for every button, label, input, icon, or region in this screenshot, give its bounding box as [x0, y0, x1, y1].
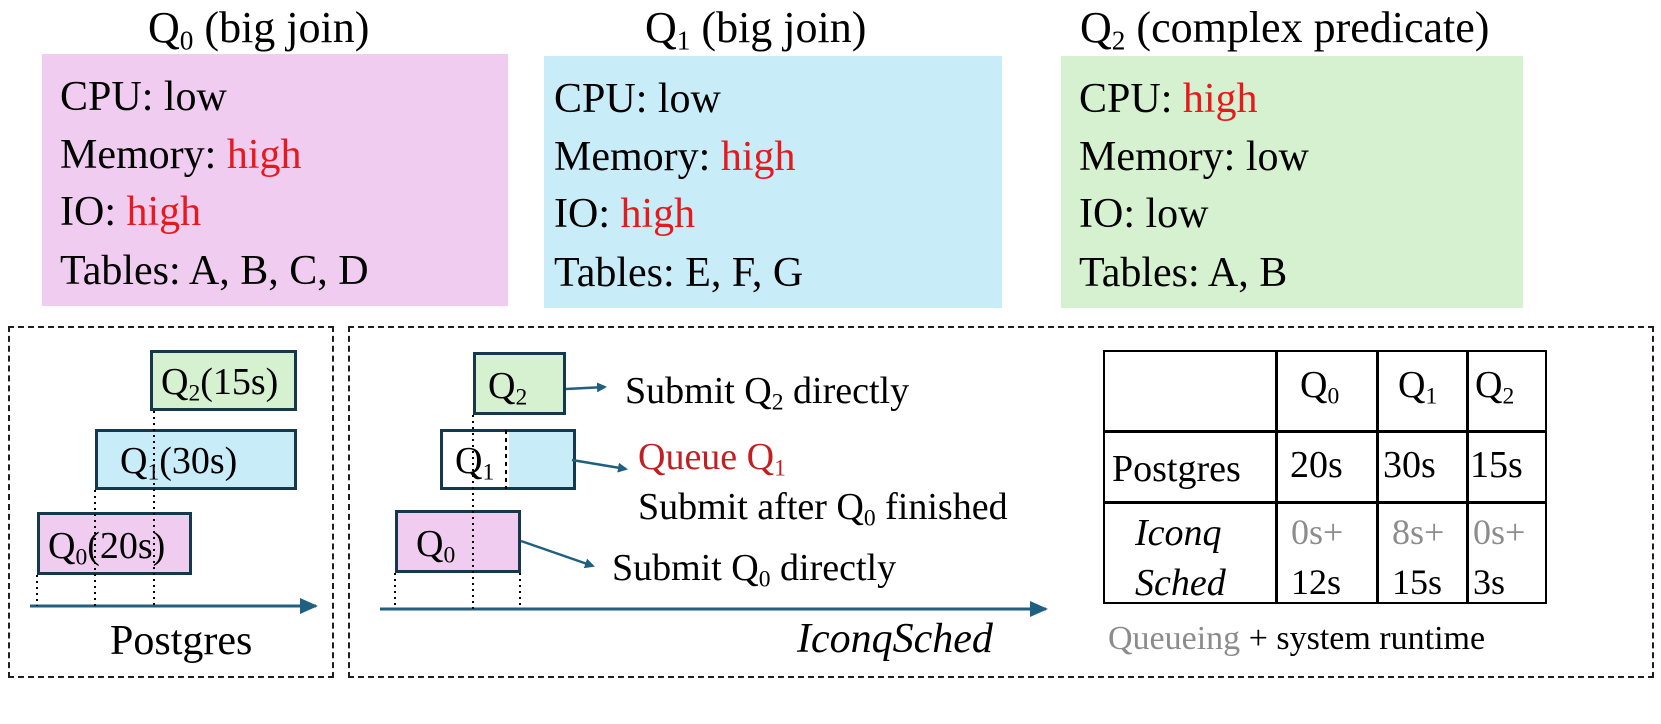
postgres-q1-bar: Q1(30s) [95, 429, 297, 490]
table-header-q1: Q1 [1398, 364, 1438, 410]
q0-title: Q0 (big join) [148, 3, 370, 56]
q2-title: Q2 (complex predicate) [1080, 3, 1490, 56]
iconqsched-axis-label: IconqSched [797, 616, 993, 662]
q0-memory: Memory: high [60, 132, 302, 178]
table-cell-iconq-q0-run: 12s [1291, 562, 1342, 602]
q2-io: IO: low [1079, 191, 1209, 237]
postgres-axis-label: Postgres [110, 618, 253, 664]
q1-queue-text: Queue Q1 [638, 436, 786, 482]
postgres-q0-bar: Q0(20s) [37, 512, 192, 575]
table-cell-iconq-q2-run: 3s [1473, 562, 1506, 602]
q1-memory: Memory: high [554, 134, 796, 180]
q1-submit-text: Submit after Q0 finished [638, 486, 1008, 532]
table-cell-postgres-q1: 30s [1383, 444, 1436, 486]
table-cell-postgres-q0: 20s [1290, 444, 1343, 486]
q1-title: Q1 (big join) [645, 3, 867, 56]
q1-tables: Tables: E, F, G [554, 250, 804, 296]
table-cell-iconq-q1-run: 15s [1392, 562, 1443, 602]
table-row-label-postgres: Postgres [1112, 448, 1241, 490]
q2-action-text: Submit Q2 directly [625, 370, 910, 416]
iconq-q2-bar: Q2 [473, 352, 566, 415]
q0-cpu: CPU: low [60, 74, 227, 120]
q0-io: IO: high [60, 189, 202, 235]
iconqsched-panel [348, 326, 1654, 678]
table-caption: Queueing + system runtime [1108, 620, 1486, 657]
q1-profile-card: CPU: low Memory: high IO: high Tables: E… [544, 56, 1002, 308]
table-header-q2: Q2 [1475, 364, 1515, 410]
q2-profile-card: CPU: high Memory: low IO: low Tables: A,… [1061, 56, 1523, 308]
runtime-table: Q0 Q1 Q2 Postgres 20s 30s 15s Iconq Sche… [1103, 350, 1547, 604]
q0-action-arrow [520, 539, 595, 569]
q1-cpu: CPU: low [554, 76, 721, 122]
iconq-q1-bar: Q1 [440, 429, 576, 490]
q0-tables: Tables: A, B, C, D [60, 248, 369, 294]
table-cell-postgres-q2: 15s [1470, 444, 1523, 486]
q2-memory: Memory: low [1079, 134, 1309, 180]
q2-action-arrow [565, 382, 607, 393]
table-header-q0: Q0 [1300, 364, 1340, 410]
q0-profile-card: CPU: low Memory: high IO: high Tables: A… [42, 54, 508, 306]
q2-tables: Tables: A, B [1079, 250, 1288, 296]
postgres-panel [8, 326, 334, 678]
q0-action-text: Submit Q0 directly [612, 547, 897, 593]
table-row-label-iconq: Iconq [1135, 512, 1222, 554]
iconq-q0-bar: Q0 [395, 510, 521, 573]
q2-cpu: CPU: high [1079, 76, 1258, 122]
postgres-q2-bar: Q2(15s) [150, 350, 297, 411]
table-cell-iconq-q0-queue: 0s+ [1291, 512, 1344, 552]
q1-io: IO: high [554, 191, 696, 237]
table-row-label-sched: Sched [1135, 562, 1226, 604]
q1-action-arrow [571, 458, 628, 473]
table-cell-iconq-q2-queue: 0s+ [1473, 512, 1526, 552]
table-cell-iconq-q1-queue: 8s+ [1392, 512, 1445, 552]
